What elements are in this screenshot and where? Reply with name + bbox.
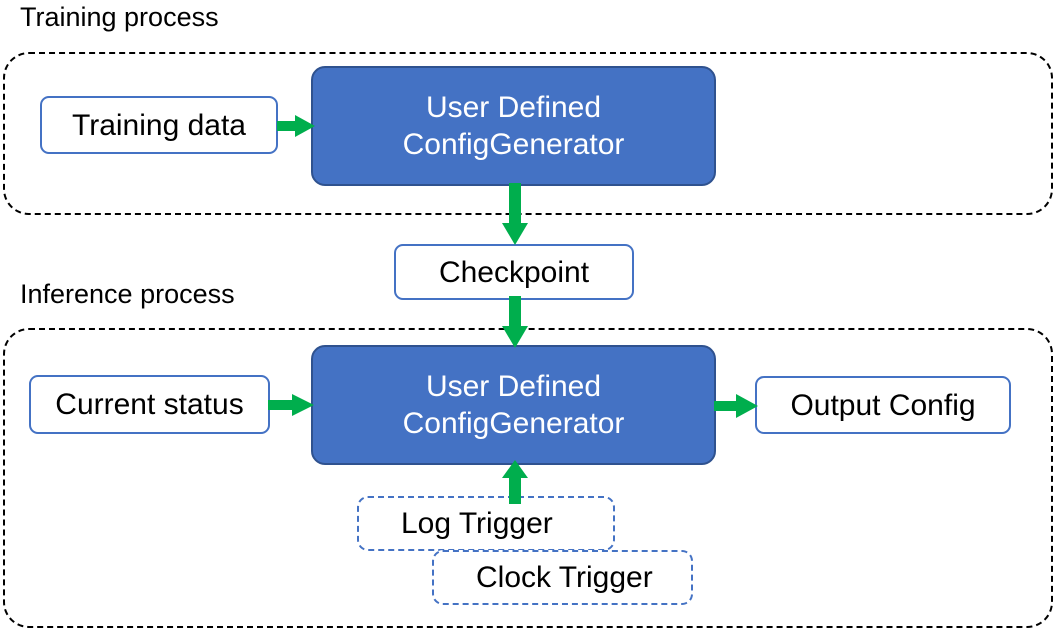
- node-generator-inference-line1: User Defined: [425, 369, 602, 403]
- node-log-trigger-label: Log Trigger: [401, 506, 553, 540]
- node-generator-training-line2: ConfigGenerator: [402, 128, 625, 161]
- inference-process-container: [3, 328, 1053, 628]
- node-log-trigger[interactable]: Log Trigger: [357, 496, 615, 551]
- training-process-container: [3, 52, 1053, 215]
- inference-process-caption: Inference process: [20, 279, 235, 309]
- node-clock-trigger[interactable]: Clock Trigger: [432, 550, 693, 605]
- arrow-generator-to-output-config-icon: [714, 394, 758, 418]
- training-process-caption: Training process: [20, 2, 219, 32]
- arrow-training-data-to-generator-icon: [277, 115, 315, 137]
- arrow-current-status-to-generator-icon: [268, 394, 314, 416]
- node-current-status-label: Current status: [55, 388, 244, 421]
- node-clock-trigger-label: Clock Trigger: [476, 560, 653, 594]
- arrow-triggers-to-generator-icon: [502, 460, 528, 504]
- arrow-checkpoint-to-generator-icon: [502, 296, 528, 348]
- node-user-defined-configgenerator-inference[interactable]: User Defined ConfigGenerator: [311, 345, 716, 465]
- node-current-status[interactable]: Current status: [29, 375, 270, 434]
- node-user-defined-configgenerator-training[interactable]: User Defined ConfigGenerator: [311, 66, 716, 186]
- node-training-data[interactable]: Training data: [40, 96, 278, 154]
- node-generator-training-line1: User Defined: [425, 90, 602, 124]
- node-training-data-label: Training data: [72, 108, 246, 142]
- node-checkpoint[interactable]: Checkpoint: [394, 244, 634, 300]
- arrow-generator-to-checkpoint-icon: [502, 183, 528, 245]
- node-checkpoint-label: Checkpoint: [438, 255, 590, 289]
- node-output-config[interactable]: Output Config: [755, 376, 1011, 434]
- node-generator-inference-line2: ConfigGenerator: [402, 407, 625, 440]
- node-output-config-label: Output Config: [790, 388, 976, 422]
